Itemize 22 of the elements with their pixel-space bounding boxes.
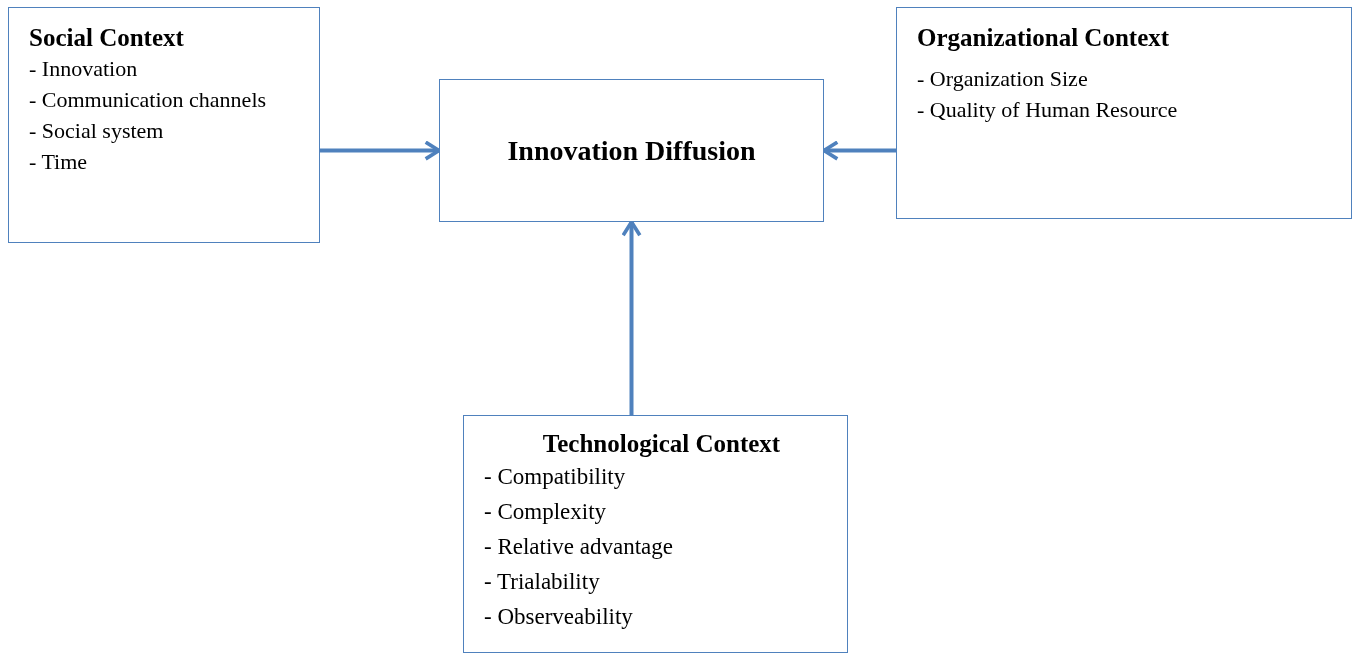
list-item: - Complexity [484,498,607,526]
process-box [439,79,824,222]
list-item: - Compatibility [484,463,626,491]
list-item: - Organization Size [917,65,1088,93]
context-box [896,7,1352,219]
box-heading: Organizational Context [917,23,1170,53]
list-item: - Communication channels [29,86,267,114]
box-heading: Social Context [29,23,184,53]
box-heading: Technological Context [542,429,781,459]
list-item: - Observeability [484,603,633,631]
box-heading: Innovation Diffusion [507,133,756,168]
arrow [822,140,896,161]
arrow [621,220,642,415]
list-item: - Social system [29,117,164,145]
list-item: - Quality of Human Resource [917,96,1178,124]
list-item: - Innovation [29,55,138,83]
context-box [463,415,848,653]
arrow [320,140,441,161]
list-item: - Trialability [484,568,600,596]
list-item: - Time [29,148,88,176]
context-box [8,7,320,243]
list-item: - Relative advantage [484,533,674,561]
